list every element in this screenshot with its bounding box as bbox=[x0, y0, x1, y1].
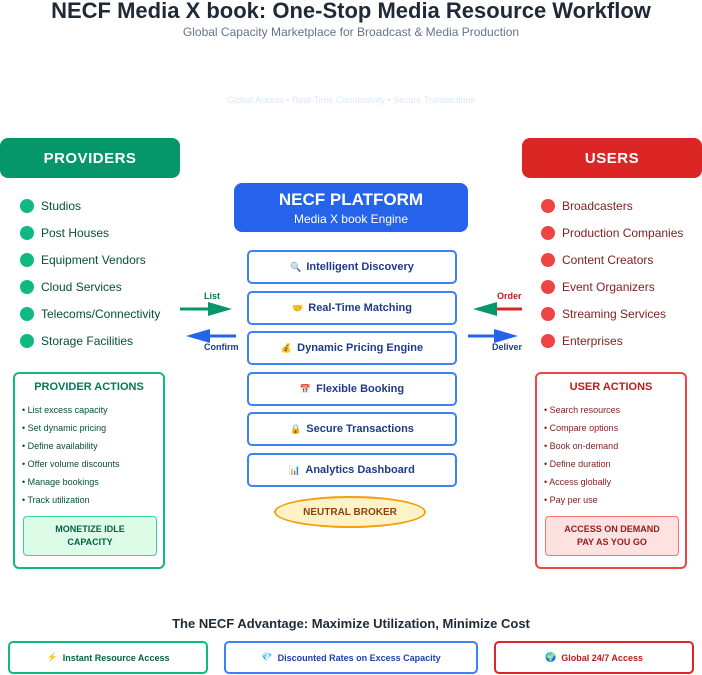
provider-actions-title: PROVIDER ACTIONS bbox=[34, 381, 144, 393]
lock-icon: 🔒 bbox=[290, 423, 302, 434]
provider-action: • Manage bookings bbox=[22, 477, 99, 487]
provider-bullet-icon bbox=[20, 334, 34, 348]
list-label: List bbox=[204, 291, 221, 301]
provider-actions-list: • List excess capacity • Set dynamic pri… bbox=[22, 401, 163, 509]
user-item: Event Organizers bbox=[541, 278, 655, 296]
provider-action: • Define availability bbox=[22, 441, 98, 451]
bar-chart-icon: 📊 bbox=[289, 464, 301, 475]
provider-bullet-icon bbox=[20, 199, 34, 213]
provider-item: Storage Facilities bbox=[20, 332, 133, 350]
user-bullet-icon bbox=[541, 334, 555, 348]
diamond-icon: 💎 bbox=[261, 652, 273, 662]
advantage-discounted-rates: 💎Discounted Rates on Excess Capacity bbox=[224, 641, 478, 674]
provider-bullet-icon bbox=[20, 226, 34, 240]
tagline: Global Access • Real-Time Connectivity •… bbox=[226, 95, 476, 105]
user-action: • Define duration bbox=[544, 459, 611, 469]
provider-action: • Track utilization bbox=[22, 495, 90, 505]
user-bullet-icon bbox=[541, 280, 555, 294]
advantage-instant-access: ⚡Instant Resource Access bbox=[8, 641, 208, 674]
user-item: Enterprises bbox=[541, 332, 623, 350]
feature-real-time-matching: 🤝Real-Time Matching bbox=[247, 291, 457, 325]
feature-dynamic-pricing: 💰Dynamic Pricing Engine bbox=[247, 331, 457, 365]
confirm-label: Confirm bbox=[204, 342, 239, 352]
deliver-arrow bbox=[468, 329, 518, 343]
feature-analytics-dashboard: 📊Analytics Dashboard bbox=[247, 453, 457, 487]
page-subtitle: Global Capacity Marketplace for Broadcas… bbox=[182, 25, 520, 39]
provider-item: Studios bbox=[20, 197, 81, 215]
platform-header: NECF PLATFORM Media X book Engine bbox=[234, 183, 468, 232]
user-item: Production Companies bbox=[541, 224, 683, 242]
provider-item: Equipment Vendors bbox=[20, 251, 146, 269]
user-actions-list: • Search resources • Compare options • B… bbox=[544, 401, 685, 509]
platform-subtitle: Media X book Engine bbox=[293, 212, 409, 226]
order-label: Order bbox=[497, 291, 522, 301]
user-item: Streaming Services bbox=[541, 305, 666, 323]
user-action: • Search resources bbox=[544, 405, 621, 415]
user-action: • Compare options bbox=[544, 423, 619, 433]
feature-intelligent-discovery: 🔍Intelligent Discovery bbox=[247, 250, 457, 284]
user-bullet-icon bbox=[541, 307, 555, 321]
lightning-icon: ⚡ bbox=[46, 652, 58, 662]
provider-actions-panel: PROVIDER ACTIONS • List excess capacity … bbox=[13, 372, 165, 569]
feature-secure-transactions: 🔒Secure Transactions bbox=[247, 412, 457, 446]
provider-bullet-icon bbox=[20, 253, 34, 267]
page-title: NECF Media X book: One-Stop Media Resour… bbox=[51, 0, 651, 23]
globe-icon: 🌍 bbox=[545, 652, 557, 662]
provider-item: Telecoms/Connectivity bbox=[20, 305, 160, 323]
user-action: • Book on-demand bbox=[544, 441, 619, 451]
user-actions-title: USER ACTIONS bbox=[569, 381, 653, 393]
handshake-icon: 🤝 bbox=[292, 302, 304, 313]
magnifier-icon: 🔍 bbox=[290, 261, 302, 272]
advantage-title: The NECF Advantage: Maximize Utilization… bbox=[172, 616, 530, 631]
providers-header: PROVIDERS bbox=[0, 138, 180, 178]
neutral-broker-badge: NEUTRAL BROKER bbox=[274, 496, 426, 528]
user-actions-panel: USER ACTIONS • Search resources • Compar… bbox=[535, 372, 687, 569]
calendar-icon: 📅 bbox=[299, 383, 312, 394]
user-bullet-icon bbox=[541, 253, 555, 267]
confirm-arrow bbox=[186, 329, 236, 343]
users-header: USERS bbox=[522, 138, 702, 178]
user-item: Broadcasters bbox=[541, 197, 633, 215]
feature-flexible-booking: 📅Flexible Booking bbox=[247, 372, 457, 406]
provider-action: • Offer volume discounts bbox=[22, 459, 120, 469]
user-action: • Pay per use bbox=[544, 495, 598, 505]
order-arrow bbox=[473, 302, 522, 316]
platform-title: NECF PLATFORM bbox=[278, 190, 424, 209]
money-bag-icon: 💰 bbox=[280, 342, 293, 353]
provider-bullet-icon bbox=[20, 280, 34, 294]
user-action: • Access globally bbox=[544, 477, 612, 487]
provider-action: • List excess capacity bbox=[22, 405, 108, 415]
advantage-global-access: 🌍Global 24/7 Access bbox=[494, 641, 694, 674]
provider-item: Cloud Services bbox=[20, 278, 122, 296]
list-arrow bbox=[180, 302, 232, 316]
provider-action: • Set dynamic pricing bbox=[22, 423, 107, 433]
deliver-label: Deliver bbox=[492, 342, 523, 352]
user-bullet-icon bbox=[541, 226, 555, 240]
user-bullet-icon bbox=[541, 199, 555, 213]
provider-item: Post Houses bbox=[20, 224, 109, 242]
provider-bullet-icon bbox=[20, 307, 34, 321]
user-item: Content Creators bbox=[541, 251, 653, 269]
